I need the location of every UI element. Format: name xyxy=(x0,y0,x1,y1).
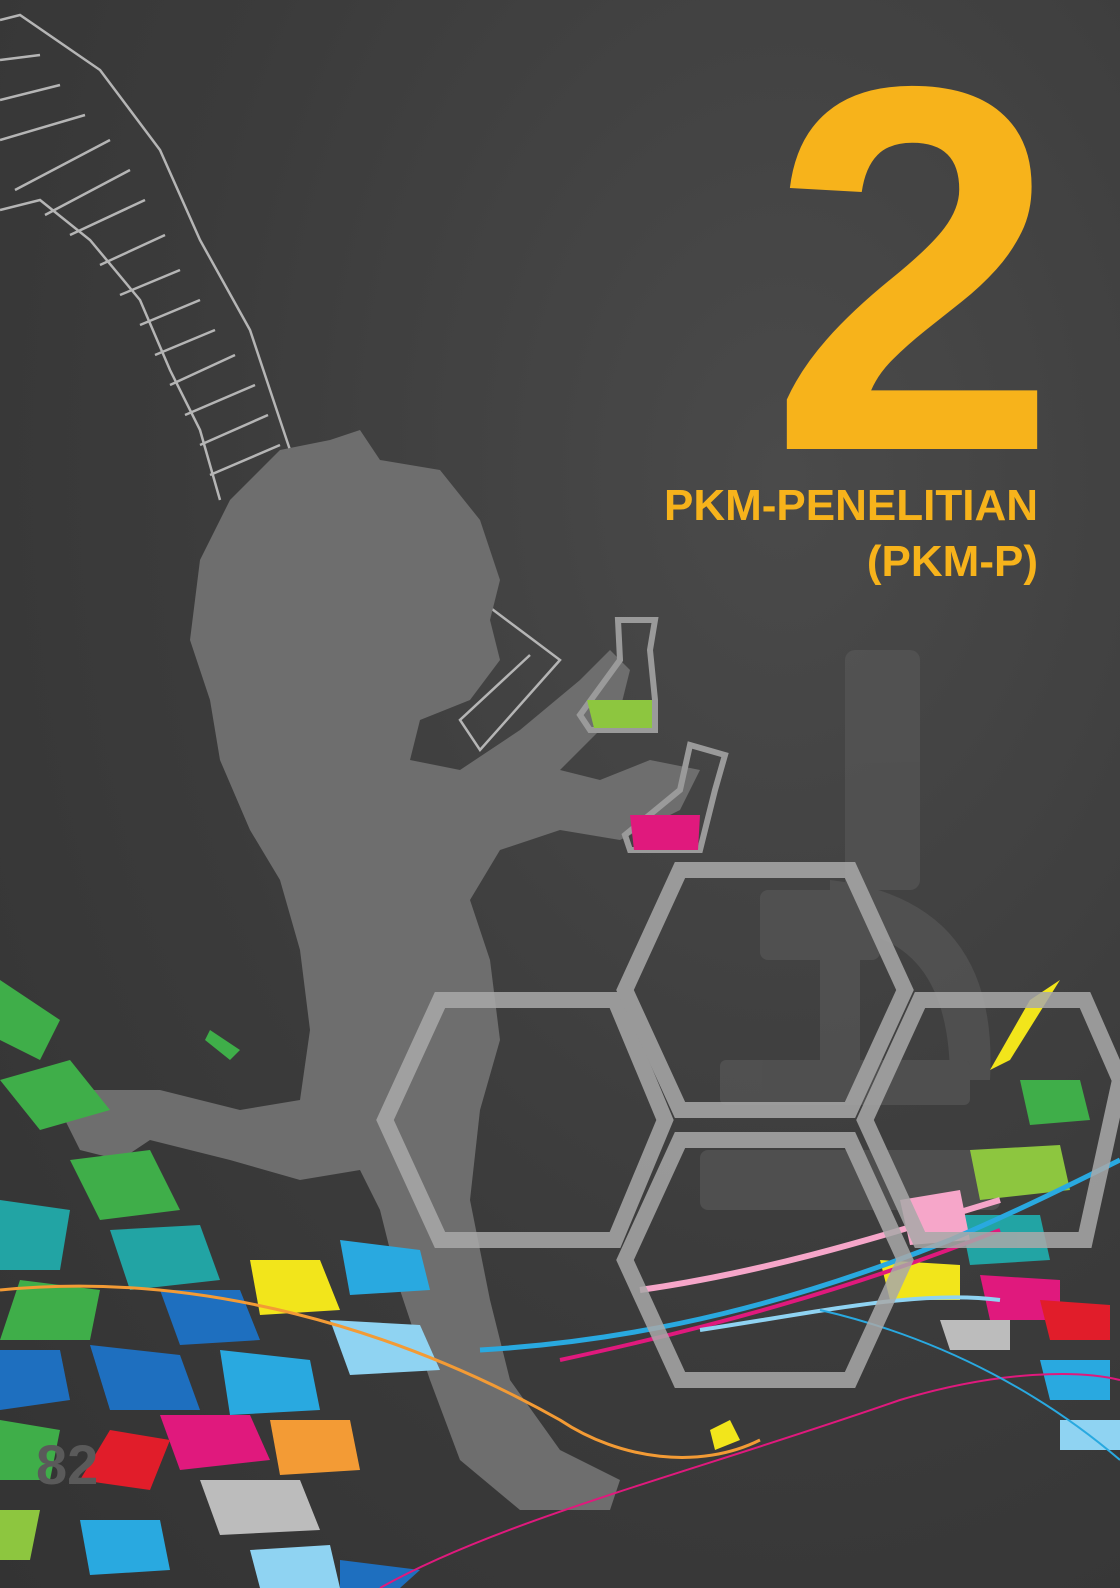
dna-helix-icon xyxy=(0,13,562,753)
hexagon-icon xyxy=(376,862,1120,1388)
page-number: 82 xyxy=(36,1433,99,1496)
microscope-icon xyxy=(700,650,1000,1210)
chapter-title-line-2: (PKM-P) xyxy=(866,537,1038,586)
flowing-curves xyxy=(0,1157,1120,1588)
chapter-title-line-1: PKM-PENELITIAN xyxy=(664,481,1038,530)
flask-icon xyxy=(576,617,729,853)
chapter-title: PKM-PENELITIAN (PKM-P) xyxy=(664,478,1038,590)
scientist-silhouette-icon xyxy=(60,430,700,1510)
chapter-number: 2 xyxy=(768,0,1058,560)
